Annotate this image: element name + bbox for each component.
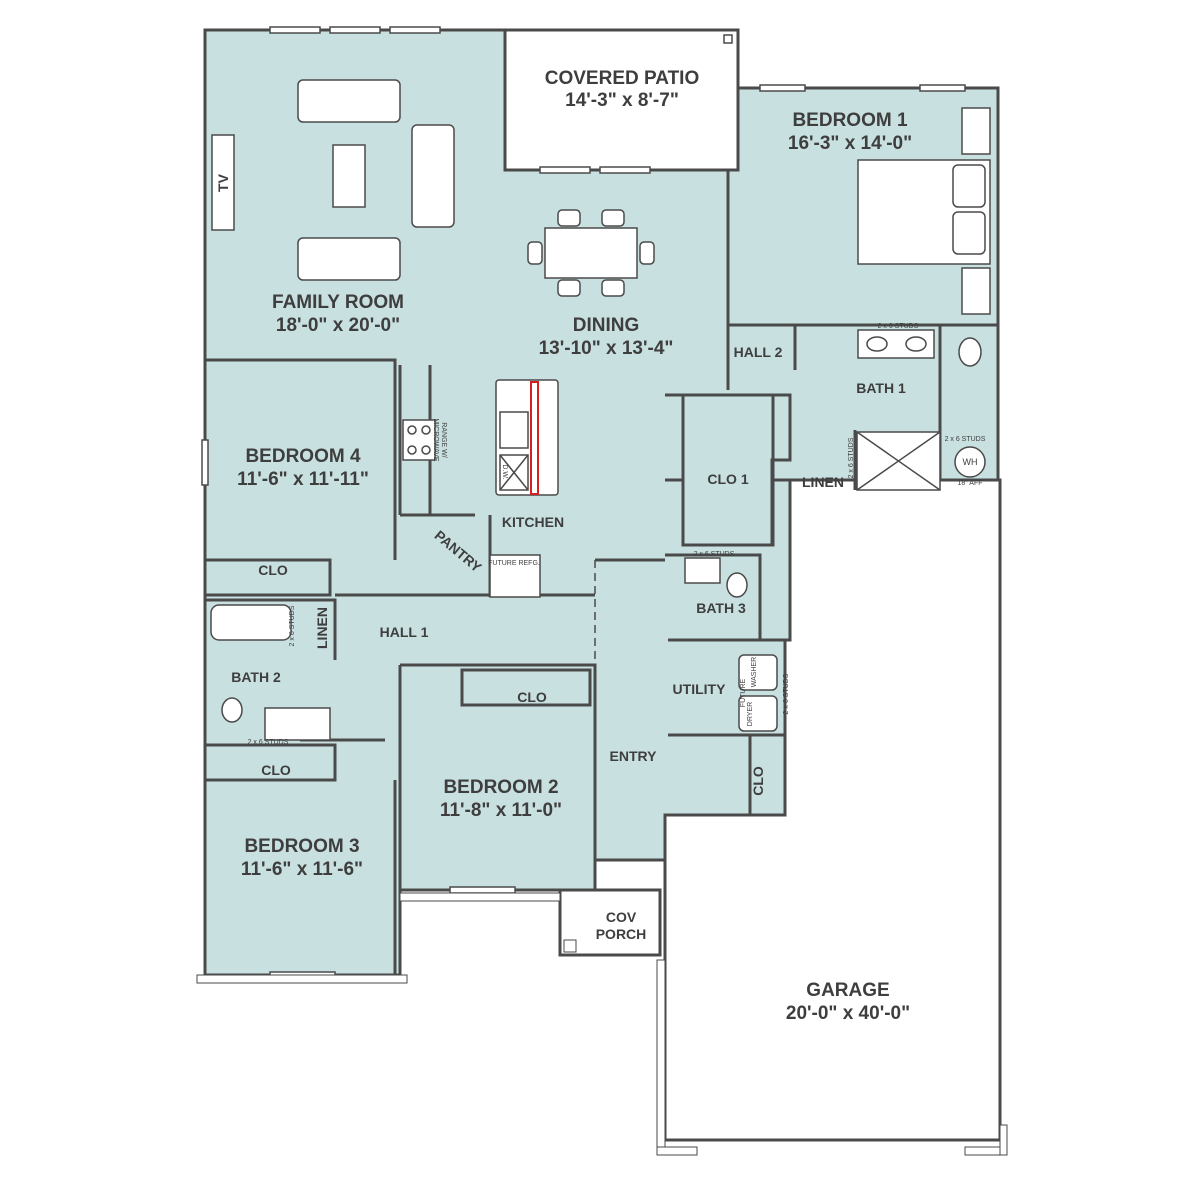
loveseat-icon — [411, 124, 455, 228]
room-name: BEDROOM 2 — [443, 777, 558, 798]
range-icon — [402, 419, 436, 461]
note-range: RANGE W/ — [440, 422, 447, 457]
dryer-icon — [738, 695, 778, 732]
double-sink-icon — [857, 329, 935, 359]
brick-veneer — [196, 892, 1008, 1156]
water-heater-icon — [954, 446, 986, 478]
closet-1 — [681, 393, 775, 547]
bathtub-icon — [210, 604, 292, 641]
post-icon — [563, 939, 577, 953]
label-linen: LINEN — [802, 474, 844, 490]
label-tv: TV — [215, 173, 231, 192]
note-studs: 2 x 6 STUDS — [289, 605, 296, 646]
note-studs: 2 x 6 STUDS — [878, 323, 919, 330]
room-name: DINING — [573, 315, 640, 336]
note-future-refg: FUTURE REFG. — [488, 560, 540, 567]
label-entry: ENTRY — [610, 748, 658, 764]
label-utility: UTILITY — [673, 681, 727, 697]
label-cov-porch: PORCH — [596, 926, 647, 942]
room-name: BEDROOM 3 — [244, 836, 359, 857]
note-dw: D.W. — [501, 464, 508, 479]
note-studs: 2 x 6 STUDS — [848, 437, 855, 478]
note-wh: WH — [963, 457, 978, 467]
note-studs: 2 x 6 STUDS — [248, 739, 289, 746]
note-microwave: MICROWAVE — [432, 418, 439, 461]
garage — [663, 478, 1002, 1142]
sofa-icon — [297, 237, 401, 281]
washer-icon — [738, 654, 778, 691]
dining-table-icon — [544, 227, 638, 279]
sofa-icon — [297, 79, 401, 123]
toilet-icon — [958, 337, 982, 367]
room-dims: 11'-6" x 11'-6" — [241, 859, 363, 880]
room-dims: 13'-10" x 13'-4" — [539, 338, 674, 359]
label-kitchen: KITCHEN — [502, 514, 564, 530]
label-cov-porch: COV — [606, 909, 637, 925]
post-icon — [723, 34, 733, 44]
label-bath3: BATH 3 — [696, 600, 746, 616]
label-bath1: BATH 1 — [856, 380, 906, 396]
note-studs: 2 x 6 STUDS — [783, 673, 790, 714]
tv-icon — [211, 134, 235, 231]
label-hall2: HALL 2 — [734, 344, 783, 360]
room-name: COVERED PATIO — [545, 68, 699, 89]
label-hall1: HALL 1 — [380, 624, 429, 640]
note-studs: 2 x 6 STUDS — [945, 436, 986, 443]
room-name: GARAGE — [806, 980, 889, 1001]
room-dims: 20'-0" x 40'-0" — [786, 1003, 910, 1024]
sink-icon — [684, 557, 721, 584]
interior-walls — [205, 170, 998, 975]
refrigerator-icon — [489, 554, 541, 598]
label-clo: CLO — [258, 562, 288, 578]
room-dims: 14'-3" x 8'-7" — [565, 90, 679, 111]
note-future: FUTURE — [740, 678, 747, 707]
note-washer: WASHER — [751, 657, 758, 687]
room-dims: 18'-0" x 20'-0" — [276, 315, 400, 336]
room-name: BEDROOM 1 — [792, 110, 908, 131]
note-studs: 2 x 6 STUDS — [694, 551, 735, 558]
room-dims: 11'-6" x 11'-11" — [237, 469, 369, 490]
note-dryer: DRYER — [747, 702, 754, 726]
sink-icon — [499, 411, 529, 449]
room-dims: 11'-8" x 11'-0" — [440, 800, 562, 821]
furniture — [210, 79, 991, 741]
label-clo1: CLO 1 — [707, 471, 748, 487]
covered-patio — [503, 28, 740, 172]
label-clo: CLO — [261, 762, 291, 778]
coffee-table-icon — [332, 144, 366, 208]
label-bath2: BATH 2 — [231, 669, 281, 685]
label-clo: CLO — [750, 766, 766, 796]
nightstand-icon — [961, 267, 991, 315]
room-dims: 16'-3" x 14'-0" — [788, 133, 912, 154]
nightstand-icon — [961, 107, 991, 155]
sink-icon — [264, 707, 331, 741]
label-linen: LINEN — [314, 607, 330, 649]
covered-porch — [558, 888, 662, 957]
label-clo: CLO — [517, 689, 547, 705]
room-name: FAMILY ROOM — [272, 292, 404, 313]
note-aff: 18" AFF — [957, 480, 982, 487]
room-name: BEDROOM 4 — [245, 446, 361, 467]
toilet-icon — [726, 572, 748, 598]
toilet-icon — [221, 697, 243, 723]
